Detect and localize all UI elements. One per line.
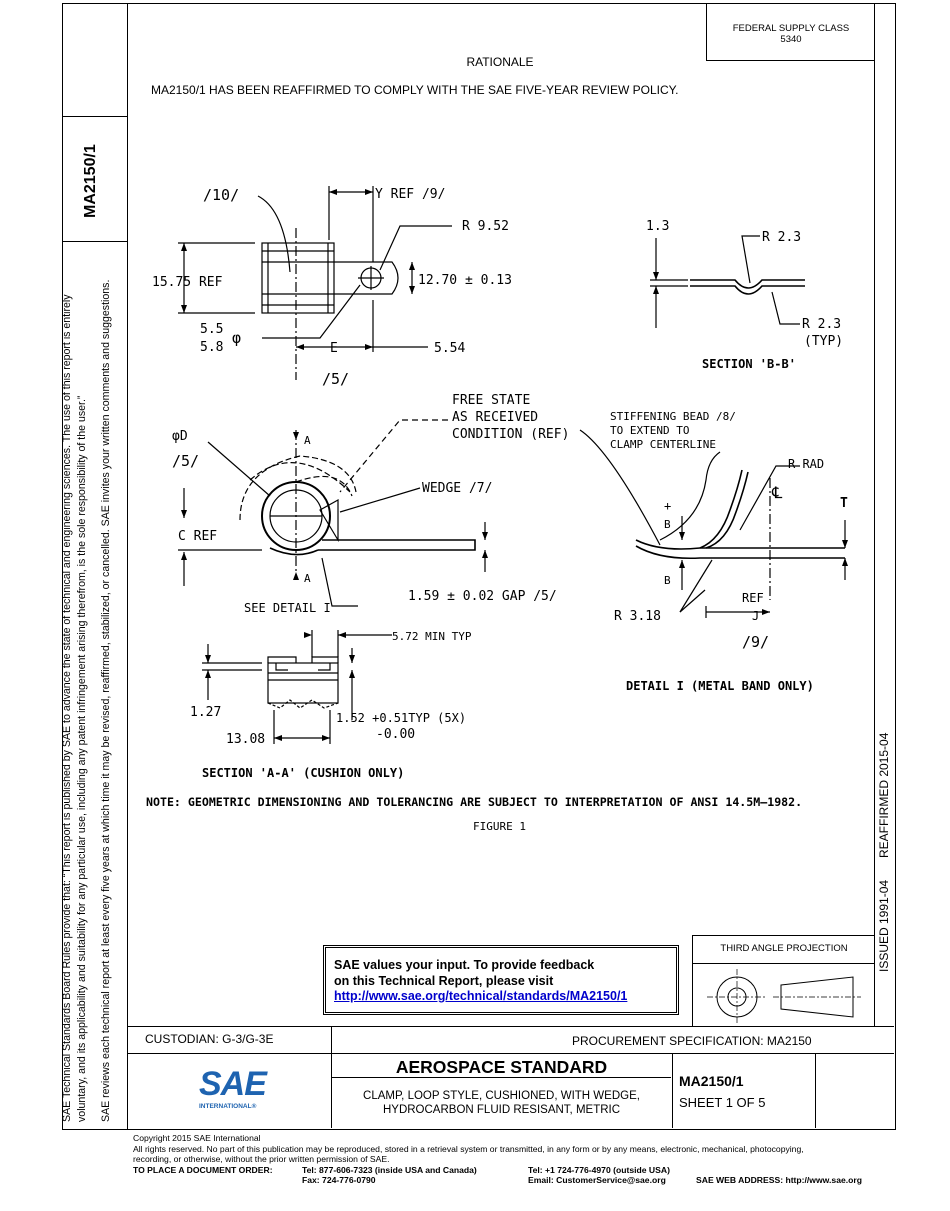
d000-label: -0.00 (376, 727, 415, 742)
feedback-box: SAE values your input. To provide feedba… (325, 947, 677, 1013)
detail-i-label: DETAIL I (METAL BAND ONLY) (626, 679, 814, 693)
logo-cell: SAE INTERNATIONAL® (127, 1053, 332, 1128)
feedback-link[interactable]: http://www.sae.org/technical/standards/M… (334, 989, 628, 1003)
b-bot-label: B (664, 574, 671, 587)
left-column (62, 3, 128, 1130)
j-label: J (752, 609, 759, 623)
custodian-label: CUSTODIAN: G-3/G-3E (145, 1032, 274, 1046)
y-ref-label: Y REF /9/ (375, 187, 445, 202)
footer-tel-outside: Tel: +1 724-776-4970 (outside USA) (528, 1164, 670, 1175)
footer-web[interactable]: SAE WEB ADDRESS: http://www.sae.org (696, 1175, 862, 1186)
r952-label: R 9.52 (462, 219, 509, 234)
stiffening-1: STIFFENING BEAD /8/ (610, 410, 736, 423)
ref-label: REF (742, 591, 764, 605)
centerline-symbol: ℄ (771, 483, 783, 502)
footer-tel-usa: Tel: 877-606-7323 (inside USA and Canada… (302, 1164, 477, 1175)
e-label: E (330, 341, 338, 356)
sheet-number: SHEET 1 OF 5 (679, 1095, 766, 1110)
title-desc-2: HYDROCARBON FLUID RESISANT, METRIC (382, 1104, 621, 1116)
a-top-label: A (304, 434, 311, 447)
federal-supply-box: FEDERAL SUPPLY CLASS 5340 (706, 3, 875, 61)
cref-label: C REF (178, 529, 217, 544)
section-aa-label: SECTION 'A-A' (CUSHION ONLY) (202, 766, 404, 780)
footer-order-label: TO PLACE A DOCUMENT ORDER: (133, 1164, 273, 1175)
procurement-label: PROCUREMENT SPECIFICATION: MA2150 (572, 1034, 812, 1048)
typ-label: (TYP) (804, 334, 843, 349)
footer-email[interactable]: Email: CustomerService@sae.org (528, 1175, 666, 1186)
footer-copyright: Copyright 2015 SAE International (133, 1133, 261, 1143)
sae-logo-sub: INTERNATIONAL® (199, 1103, 257, 1110)
flag-9: /9/ (742, 633, 769, 651)
rationale-title: RATIONALE (466, 55, 534, 69)
plus-label: + (664, 499, 671, 513)
flag-5-side: /5/ (172, 452, 199, 470)
ref1575-label: 15.75 REF (152, 275, 223, 290)
main-frame (127, 3, 896, 1130)
projection-label: THIRD ANGLE PROJECTION (720, 943, 848, 954)
third-angle-projection-icon (707, 969, 861, 1025)
side-view-clamp (239, 430, 476, 580)
wedge-label: WEDGE /7/ (422, 481, 492, 496)
d1308-label: 13.08 (226, 732, 265, 747)
b-top-label: B (664, 518, 671, 531)
rationale-body: MA2150/1 HAS BEEN REAFFIRMED TO COMPLY W… (151, 83, 679, 97)
see-detail-label: SEE DETAIL I (244, 601, 331, 615)
footer-rights-2: recording, or otherwise, without the pri… (133, 1154, 390, 1165)
d127-label: 1.27 (190, 705, 221, 720)
note-text: NOTE: GEOMETRIC DIMENSIONING AND TOLERAN… (146, 795, 802, 809)
projection-box: THIRD ANGLE PROJECTION (692, 935, 875, 1027)
footer-rights-1: All rights reserved. No part of this pub… (133, 1143, 804, 1154)
rrad-label: R RAD (788, 457, 824, 471)
footer-fax: Fax: 724-776-0790 (302, 1175, 376, 1186)
sae-logo: SAE INTERNATIONAL® (199, 1065, 267, 1110)
right-strip (874, 3, 895, 1026)
aerospace-standard-title: AEROSPACE STANDARD (395, 1057, 608, 1077)
feedback-line1: SAE values your input. To provide feedba… (334, 958, 595, 972)
doc-number: MA2150/1 (679, 1073, 744, 1089)
d554-label: 5.54 (434, 341, 465, 356)
d58-label: 5.8 (200, 340, 223, 355)
dim1270-label: 12.70 ± 0.13 (418, 273, 512, 288)
doc-number-cell: MA2150/1 SHEET 1 OF 5 (672, 1053, 816, 1128)
a-bot-label: A (304, 572, 311, 585)
d572-label: 5.72 MIN TYP (392, 630, 472, 643)
phi-symbol: φ (232, 329, 241, 347)
t-label: T (840, 496, 848, 511)
stiffening-3: CLAMP CENTERLINE (610, 438, 716, 451)
doc-id-box (62, 116, 127, 242)
footer: Copyright 2015 SAE International All rig… (133, 1133, 923, 1187)
free-state-2: AS RECEIVED (452, 410, 538, 425)
federal-supply-code: 5340 (780, 34, 802, 45)
r23-label: R 2.3 (762, 230, 801, 245)
d55-label: 5.5 (200, 322, 223, 337)
free-state-3: CONDITION (REF) (452, 427, 569, 442)
flag-10: /10/ (203, 186, 239, 204)
r23typ-label: R 2.3 (802, 317, 841, 332)
d13-label: 1.3 (646, 219, 669, 234)
federal-supply-label: FEDERAL SUPPLY CLASS (732, 23, 850, 34)
title-desc-1: CLAMP, LOOP STYLE, CUSHIONED, WITH WEDGE… (363, 1090, 640, 1102)
feedback-line2: on this Technical Report, please visit (334, 974, 554, 988)
phid-label: φD (172, 429, 188, 444)
title-cell: AEROSPACE STANDARD CLAMP, LOOP STYLE, CU… (332, 1053, 671, 1128)
section-aa-profile (267, 656, 339, 709)
section-bb-label: SECTION 'B-B' (702, 357, 796, 371)
top-view-clamp (261, 228, 399, 380)
d152-label: 1.52 +0.51TYP (5X) (336, 711, 466, 725)
gap-label: 1.59 ± 0.02 GAP /5/ (408, 589, 557, 604)
free-state-1: FREE STATE (452, 393, 530, 408)
sae-logo-text: SAE (199, 1065, 267, 1103)
figure-caption: FIGURE 1 (473, 820, 526, 833)
flag-5-top: /5/ (322, 370, 349, 388)
stiffening-2: TO EXTEND TO (610, 424, 689, 437)
r318-label: R 3.18 (614, 609, 661, 624)
custodian-row: CUSTODIAN: G-3/G-3E PROCUREMENT SPECIFIC… (127, 1026, 894, 1054)
